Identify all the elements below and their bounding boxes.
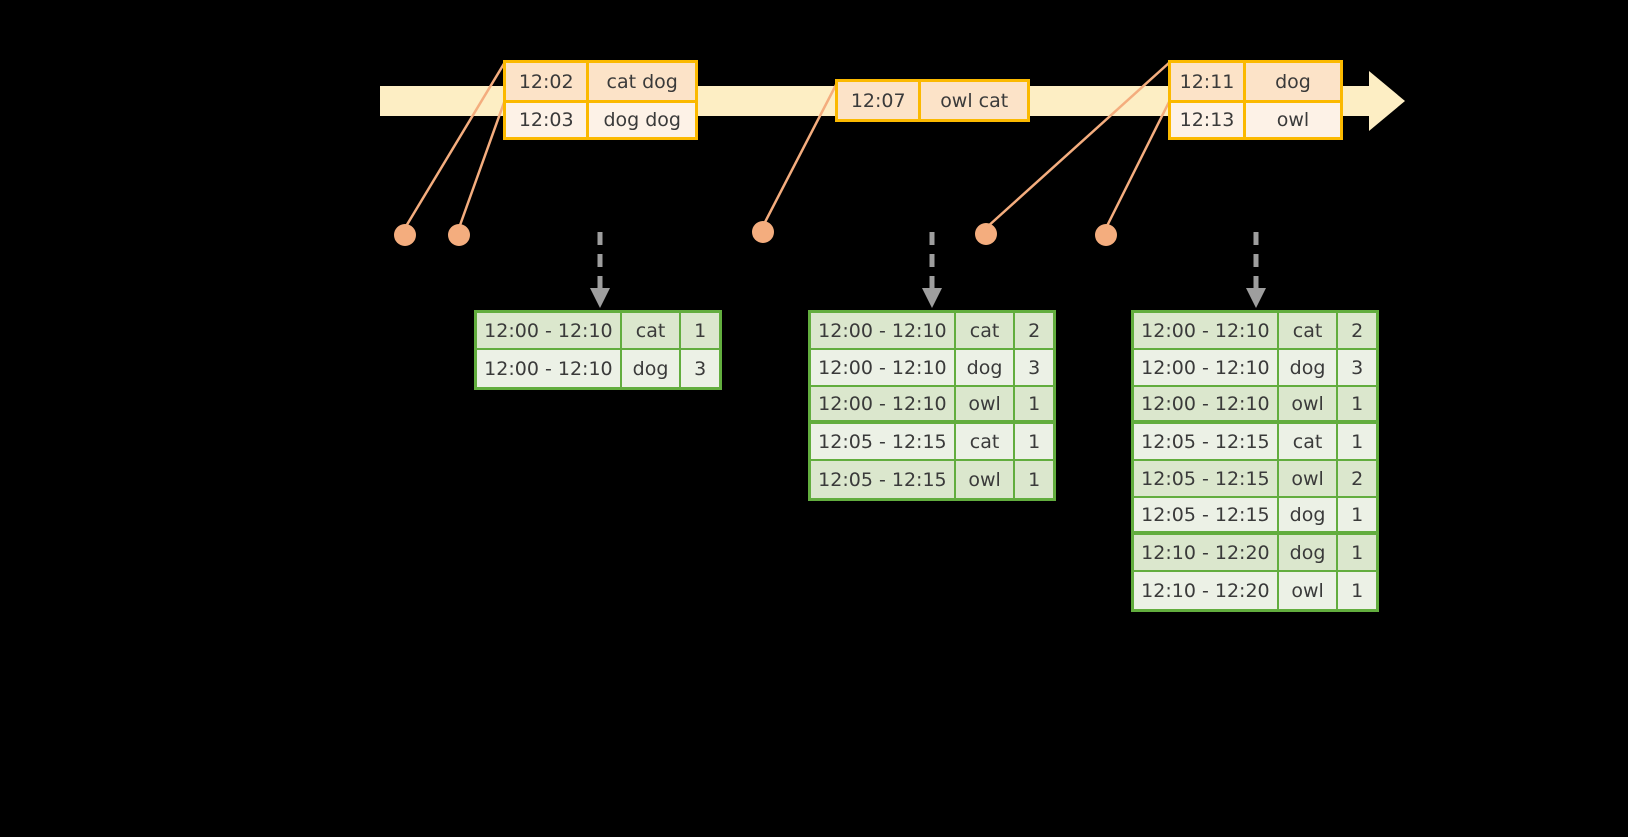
timeline-arrowhead-icon [1369,71,1405,131]
window-count: 2 [1338,461,1376,498]
window-key: owl [955,387,1016,424]
window-key: dog [1278,350,1339,387]
window-range: 12:05 - 12:15 [1134,424,1279,461]
window-count: 3 [681,350,719,387]
connector-dot-3 [752,221,774,243]
window-key: dog [955,350,1016,387]
window-count: 1 [1015,424,1053,461]
window-key: cat [1278,313,1339,350]
window-range: 12:00 - 12:10 [477,350,622,387]
window-count: 3 [1015,350,1053,387]
connector-dot-4 [975,223,997,245]
window-range: 12:00 - 12:10 [1134,387,1279,424]
window-key: dog [621,350,682,387]
window-range: 12:00 - 12:10 [1134,313,1279,350]
event-value: cat dog [586,63,695,100]
dashed-arrow-to-table-2 [918,232,946,312]
event-timestamp: 12:07 [838,82,919,119]
event-timestamp: 12:02 [506,63,587,100]
event-value: owl [1243,103,1340,137]
event-timestamp: 12:13 [1171,103,1243,137]
window-count: 1 [1015,387,1053,424]
event-timestamp: 12:11 [1171,63,1243,100]
window-range: 12:05 - 12:15 [1134,498,1279,535]
window-key: dog [1278,535,1339,572]
window-range: 12:10 - 12:20 [1134,572,1279,609]
window-count: 1 [1338,535,1376,572]
window-count: 1 [1015,461,1053,498]
event-timestamp: 12:03 [506,103,587,137]
connector-dot-2 [448,224,470,246]
window-count: 1 [1338,387,1376,424]
window-count: 2 [1015,313,1053,350]
window-key: owl [1278,572,1339,609]
event-value: dog [1243,63,1340,100]
event-value: owl cat [918,82,1027,119]
window-count: 1 [1338,424,1376,461]
window-key: owl [1278,461,1339,498]
window-key: owl [955,461,1016,498]
window-count: 3 [1338,350,1376,387]
window-range: 12:05 - 12:15 [811,461,956,498]
window-range: 12:10 - 12:20 [1134,535,1279,572]
event-value: dog dog [586,103,695,137]
dashed-arrow-to-table-3 [1242,232,1270,312]
window-range: 12:00 - 12:10 [811,313,956,350]
window-count: 2 [1338,313,1376,350]
window-range: 12:00 - 12:10 [811,350,956,387]
window-key: cat [621,313,682,350]
window-key: cat [955,313,1016,350]
window-range: 12:00 - 12:10 [1134,350,1279,387]
dashed-arrow-to-table-1 [586,232,614,312]
window-key: cat [955,424,1016,461]
window-count: 1 [1338,572,1376,609]
window-range: 12:00 - 12:10 [811,387,956,424]
connector-line-5 [1104,97,1173,229]
window-key: dog [1278,498,1339,535]
window-range: 12:00 - 12:10 [477,313,622,350]
connector-line-2 [457,96,508,229]
window-key: cat [1278,424,1339,461]
window-range: 12:05 - 12:15 [811,424,956,461]
window-count: 1 [1338,498,1376,535]
window-key: owl [1278,387,1339,424]
connector-dot-5 [1095,224,1117,246]
window-count: 1 [681,313,719,350]
connector-dot-1 [394,224,416,246]
window-range: 12:05 - 12:15 [1134,461,1279,498]
